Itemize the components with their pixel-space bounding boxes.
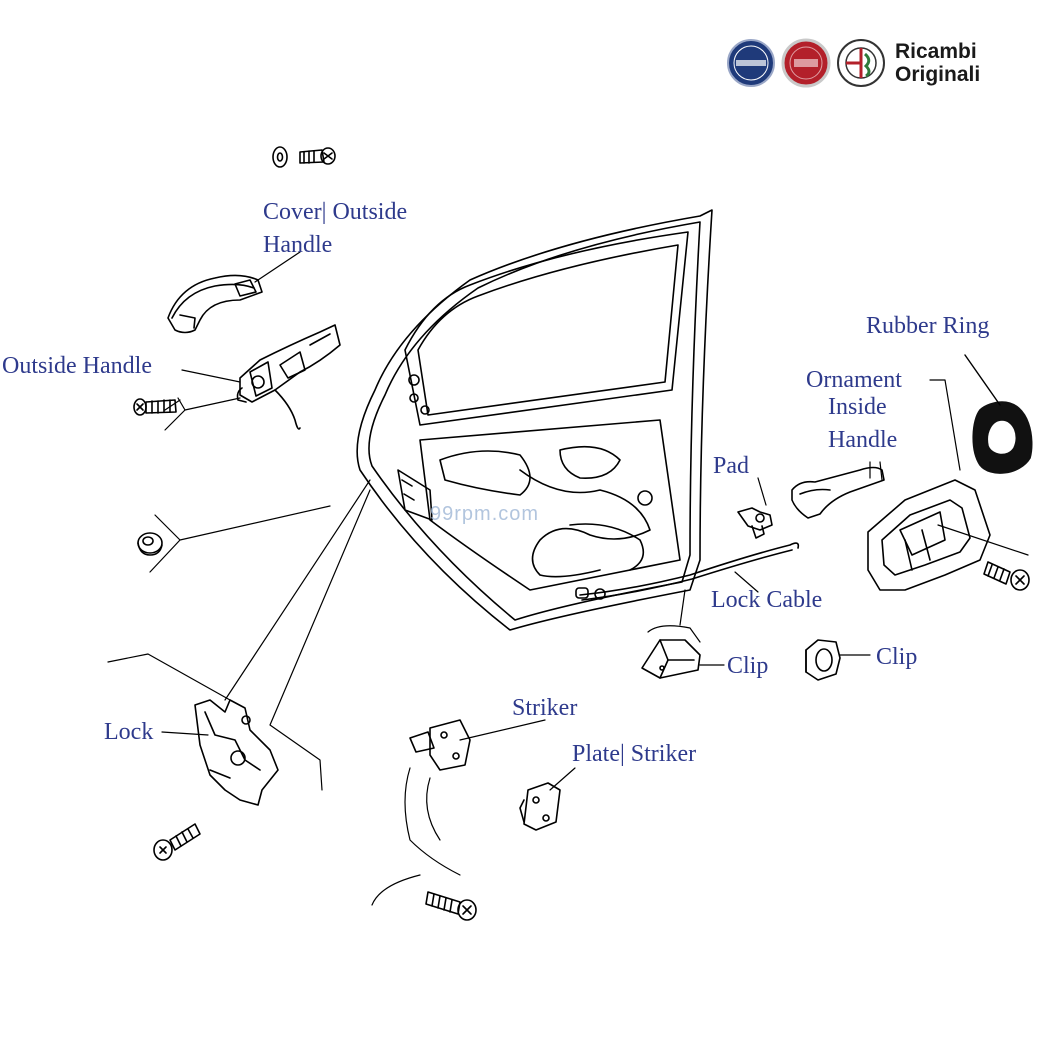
ornament-inside-handle-part xyxy=(791,466,885,519)
striker-part xyxy=(409,719,471,771)
label-cover-outside-handle-2: Handle xyxy=(263,232,333,258)
pad-part xyxy=(737,507,773,539)
clip-right-part xyxy=(805,639,841,681)
alfa-romeo-logo-icon xyxy=(837,39,885,87)
door-shell xyxy=(356,209,713,631)
washer-and-screw-top xyxy=(272,146,336,168)
fiat-logo-icon xyxy=(781,38,831,88)
label-plate-striker: Plate| Striker xyxy=(572,741,697,767)
label-ornament-line-3: Handle xyxy=(828,427,898,453)
label-cover-outside-handle: Cover| Outside xyxy=(263,199,408,225)
screw-bottom xyxy=(425,891,477,921)
lock-cable xyxy=(579,542,800,596)
watermark: 99rpm.com xyxy=(430,503,540,525)
inside-handle-bezel-part xyxy=(867,479,991,591)
label-rubber-ring: Rubber Ring xyxy=(866,313,990,339)
label-ornament-line-2: Inside xyxy=(828,394,887,420)
label-lock-cable: Lock Cable xyxy=(711,587,823,613)
label-clip-left: Clip xyxy=(727,653,769,679)
screw-left xyxy=(133,398,177,416)
label-lock: Lock xyxy=(104,719,154,745)
label-pad: Pad xyxy=(713,453,749,479)
lancia-logo-icon xyxy=(727,39,775,87)
label-striker: Striker xyxy=(512,695,578,721)
clip-left-part xyxy=(641,639,701,679)
bolt-lower-left xyxy=(153,823,201,861)
cover-outside-handle-part xyxy=(167,274,263,334)
plate-striker-part xyxy=(519,782,561,831)
screw-right xyxy=(983,561,1030,591)
outside-handle-part xyxy=(236,324,341,430)
label-clip-right: Clip xyxy=(876,644,918,670)
grommet-left xyxy=(137,532,163,556)
lock-part xyxy=(194,699,279,806)
label-ornament-line-1: Ornament xyxy=(806,367,902,393)
label-outside-handle: Outside Handle xyxy=(2,353,152,379)
brand-line-1: Ricambi xyxy=(895,40,977,63)
rubber-ring-part xyxy=(972,401,1033,474)
brand-line-2: Originali xyxy=(895,63,981,86)
